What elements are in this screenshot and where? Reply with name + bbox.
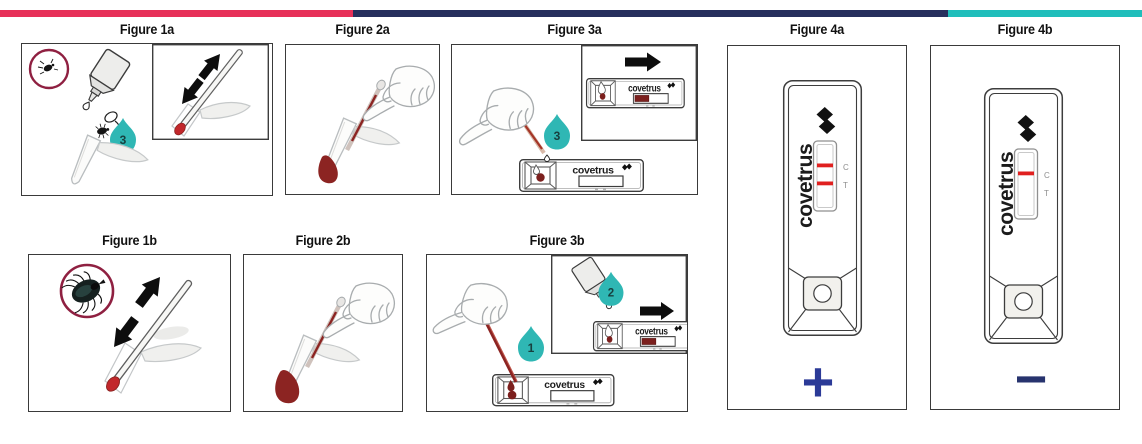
bar-segment-navy — [353, 10, 948, 17]
drop-step-number: 3 — [554, 129, 561, 143]
covetrus-logo — [816, 107, 836, 134]
sample-well — [989, 275, 1058, 341]
test-line-label: T — [1044, 189, 1049, 198]
figure-2a-panel — [285, 44, 440, 195]
result-window — [639, 336, 676, 347]
test-cassette-illustration: covetrus — [585, 77, 685, 109]
hand-icon — [458, 87, 535, 146]
hand-icon — [362, 65, 435, 122]
control-line — [1018, 171, 1034, 176]
result-window — [1013, 148, 1039, 220]
dropper-bottle-icon — [82, 48, 131, 111]
right-arrow-icon — [640, 302, 674, 320]
bar-segment-pink — [0, 10, 353, 17]
figure-1a-panel: 3 — [21, 43, 273, 196]
figure-4a-title: Figure 4a — [789, 22, 845, 37]
test-cassette-illustration: covetrus C T — [983, 87, 1064, 345]
covetrus-wordmark: covetrus — [544, 380, 585, 391]
minus-icon: − — [1015, 347, 1048, 409]
figure-4b-illustration: covetrus C T − — [983, 87, 1064, 409]
covetrus-wordmark: covetrus — [628, 83, 661, 94]
drop-badge-icon: 3 — [544, 114, 570, 150]
result-window — [812, 140, 838, 212]
sample-well — [788, 267, 857, 333]
covetrus-logo — [622, 163, 632, 171]
test-cassette-illustration: covetrus — [592, 320, 687, 352]
figure-4b-panel: covetrus C T − — [930, 45, 1120, 410]
drop-badge-icon: 1 — [518, 326, 544, 362]
up-down-arrows-icon — [114, 277, 160, 347]
figure-1b-panel — [28, 254, 231, 412]
covetrus-logo — [674, 325, 683, 332]
figure-1a-inset — [152, 44, 269, 140]
right-arrow-icon — [625, 52, 661, 72]
figure-4b-title: Figure 4b — [997, 22, 1053, 37]
tick-loop-icon — [95, 111, 121, 139]
figure-3b-title: Figure 3b — [529, 233, 585, 248]
engorged-tick-icon — [59, 263, 115, 319]
control-line-label: C — [1044, 171, 1050, 180]
covetrus-wordmark: covetrus — [794, 144, 817, 228]
test-line — [817, 181, 833, 186]
blood-pool — [318, 155, 338, 184]
result-window — [632, 93, 669, 104]
sample-tube-icon — [70, 134, 149, 185]
figure-3b-illustration: covetrus 2 — [432, 255, 687, 407]
up-down-arrows-icon — [182, 54, 220, 104]
figure-4a-illustration: covetrus C T + — [782, 79, 863, 409]
control-line — [817, 163, 833, 168]
figure-3b-inset: covetrus 2 — [551, 255, 687, 354]
sample-well — [590, 80, 616, 107]
figure-1a-title: Figure 1a — [119, 22, 175, 37]
figure-3a-inset: covetrus — [581, 45, 697, 141]
test-cassette-illustration: covetrus — [518, 158, 644, 193]
swab-icon — [174, 49, 243, 136]
covetrus-wordmark: covetrus — [995, 152, 1018, 236]
test-cassette-illustration: covetrus C T — [782, 79, 863, 337]
figure-3a-panel: covetrus — [451, 44, 698, 195]
test-cassette-illustration: covetrus — [491, 373, 615, 407]
covetrus-logo — [667, 82, 676, 89]
figure-4a-panel: covetrus C T + — [727, 45, 907, 410]
figure-2a-illustration — [318, 65, 435, 184]
drop-badge-icon: 2 — [598, 271, 624, 306]
drop-step-number: 1 — [528, 341, 535, 355]
figure-1b-illustration — [59, 263, 203, 394]
test-line-label: T — [843, 181, 848, 190]
figure-3a-title: Figure 3a — [547, 22, 602, 37]
figure-3a-illustration: covetrus — [458, 45, 697, 193]
hand-icon — [322, 282, 395, 339]
result-window-blood — [634, 95, 650, 102]
swab-icon — [106, 279, 193, 392]
result-window — [550, 390, 595, 402]
figure-2b-title: Figure 2b — [295, 233, 351, 248]
figure-2a-title: Figure 2a — [335, 22, 390, 37]
control-line-label: C — [843, 163, 849, 172]
covetrus-wordmark: covetrus — [572, 165, 614, 177]
result-window-blood — [641, 338, 657, 345]
figure-2b-illustration — [275, 282, 395, 404]
covetrus-logo — [1017, 115, 1037, 142]
sample-tube-icon — [324, 117, 401, 172]
tick-parasite-icon — [28, 48, 70, 90]
header-color-bar — [0, 10, 1142, 17]
figure-1a-illustration: 3 — [28, 44, 269, 185]
figure-2b-panel — [243, 254, 403, 412]
figure-1b-title: Figure 1b — [102, 233, 157, 248]
figure-3b-panel: covetrus 2 — [426, 254, 688, 412]
sample-well — [497, 376, 529, 404]
sample-well — [524, 161, 557, 190]
hand-icon — [432, 282, 508, 335]
drop-step-number: 3 — [120, 133, 127, 147]
result-window — [578, 175, 624, 188]
sample-well — [597, 323, 623, 350]
covetrus-wordmark: covetrus — [635, 326, 668, 337]
drop-step-number: 2 — [608, 288, 614, 300]
plus-icon: + — [802, 350, 835, 409]
blood-pool — [275, 369, 300, 404]
bar-segment-teal — [948, 10, 1142, 17]
